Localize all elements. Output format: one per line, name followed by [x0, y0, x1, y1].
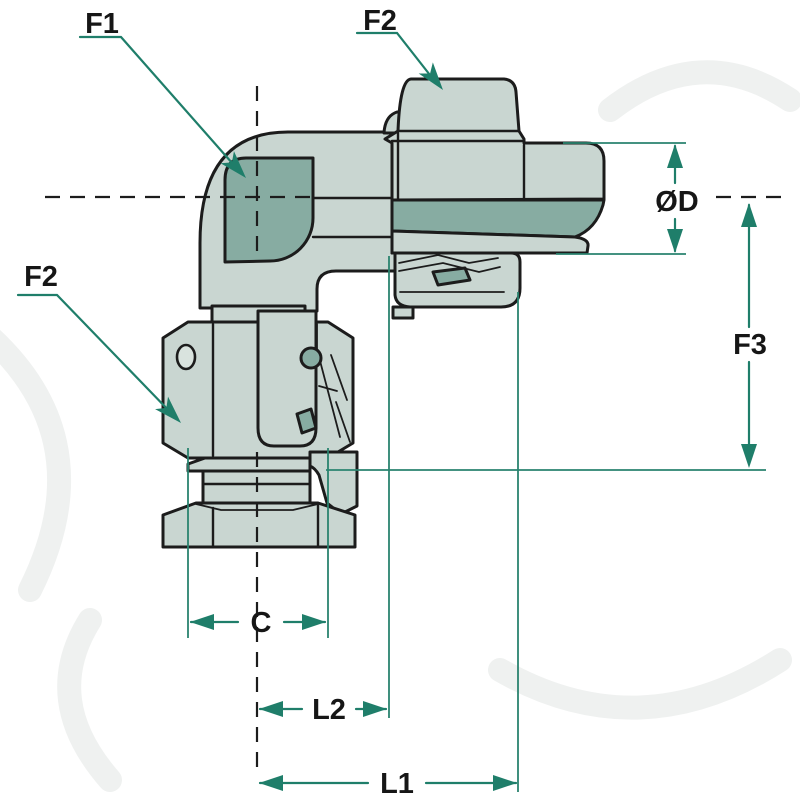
- ball-detail: [299, 346, 323, 370]
- dimension-l2: L2: [258, 256, 390, 726]
- thread-step-lower: [201, 469, 312, 506]
- tube-stub: [390, 229, 590, 255]
- dimension-c: C: [187, 448, 329, 639]
- label-f1: F1: [85, 8, 119, 40]
- label-f2-top: F2: [363, 5, 397, 37]
- leader-f2-side: F2: [16, 261, 181, 423]
- dimension-f3: F3: [326, 203, 767, 471]
- leader-arrow-f2-side: [155, 396, 181, 423]
- leader-f2-top: F2: [355, 5, 443, 90]
- centerlines: [45, 86, 790, 772]
- leader-arrow-f1: [220, 151, 246, 178]
- label-l2: L2: [312, 694, 346, 726]
- label-f2-side: F2: [24, 261, 58, 293]
- thread-step-upper: [186, 456, 312, 473]
- right-port-nut-foot: [391, 305, 415, 320]
- cutting-ring-right: [431, 266, 472, 287]
- bottom-nut: [161, 501, 357, 549]
- leader-f1: F1: [78, 8, 246, 178]
- leader-arrow-f2-top: [418, 62, 443, 90]
- right-port-nut-upper: [383, 77, 606, 202]
- bore-section: [223, 156, 315, 264]
- fitting: [161, 77, 606, 549]
- label-f3: F3: [733, 329, 767, 361]
- cutting-ring-side: [295, 407, 318, 435]
- label-c: C: [251, 607, 272, 639]
- label-l1: L1: [380, 768, 414, 800]
- dimension-od: ØD: [556, 142, 699, 255]
- dimension-l1: L1: [258, 292, 519, 800]
- label-od: ØD: [655, 186, 699, 218]
- watermark: [0, 60, 800, 792]
- nut-face-hole: [175, 343, 197, 371]
